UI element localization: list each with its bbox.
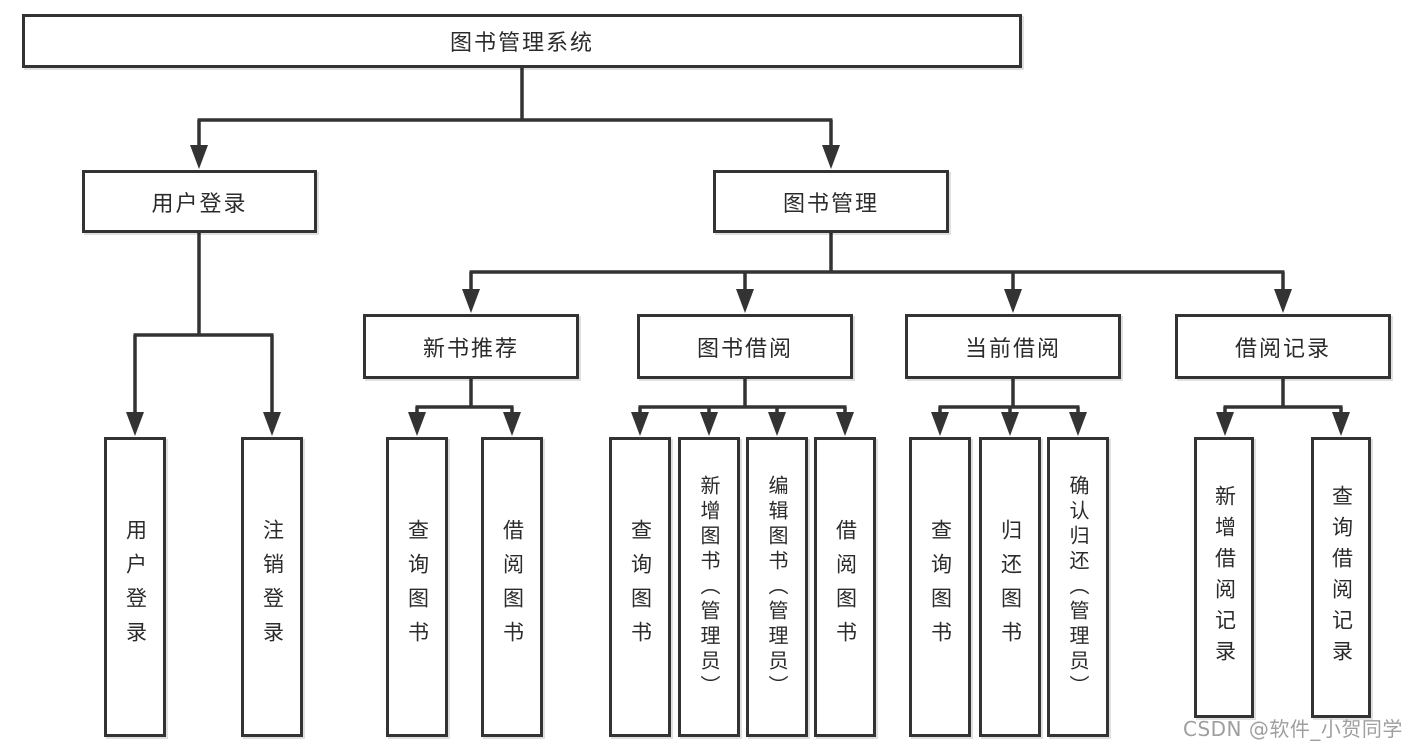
book-management-children-connector — [469, 233, 1285, 292]
arrowhead-icon — [190, 145, 208, 169]
user-login-children-connector — [133, 233, 274, 415]
arrowhead-icon — [1069, 412, 1087, 436]
leaf-logout: 注销登录 — [241, 437, 303, 737]
arrowhead-icon — [822, 145, 840, 169]
arrowhead-icon — [1332, 412, 1350, 436]
watermark: CSDN @软件_小贺同学 — [1183, 717, 1403, 741]
arrowhead-icon — [700, 412, 718, 436]
arrowhead-icon — [503, 412, 521, 436]
arrowhead-icon — [931, 412, 949, 436]
leaf-borrow-books: 借阅图书 — [814, 437, 876, 737]
leaf-add-borrow-record: 新增借阅记录 — [1194, 437, 1254, 718]
leaf-add-book-admin: 新增图书（管理员） — [678, 437, 740, 737]
node-user-login: 用户登录 — [82, 170, 317, 233]
node-book-borrow: 图书借阅 — [637, 314, 853, 379]
node-new-book-recommend: 新书推荐 — [363, 314, 579, 379]
node-borrow-records: 借阅记录 — [1175, 314, 1391, 379]
arrowhead-icon — [736, 289, 754, 313]
arrowhead-icon — [263, 412, 281, 436]
leaf-edit-book-admin: 编辑图书（管理员） — [746, 437, 808, 737]
arrowhead-icon — [1274, 289, 1292, 313]
leaf-confirm-return-admin: 确认归还（管理员） — [1047, 437, 1109, 737]
root-to-level2-connector — [197, 68, 833, 148]
leaf-query-books-current: 查询图书 — [909, 437, 971, 737]
leaf-borrow-books-recommend: 借阅图书 — [481, 437, 543, 737]
arrowhead-icons — [126, 145, 1350, 436]
arrowhead-icon — [1216, 412, 1234, 436]
leaf-query-books-borrow: 查询图书 — [609, 437, 671, 737]
book-borrow-children-connector — [638, 379, 847, 416]
arrowhead-icon — [836, 412, 854, 436]
arrowhead-icon — [1001, 412, 1019, 436]
new-book-children-connector — [415, 379, 514, 416]
node-book-management: 图书管理 — [713, 170, 949, 233]
arrowhead-icon — [408, 412, 426, 436]
borrow-record-children-connector — [1223, 379, 1343, 416]
leaf-query-borrow-record: 查询借阅记录 — [1311, 437, 1371, 718]
arrowhead-icon — [631, 412, 649, 436]
arrowhead-icon — [462, 289, 480, 313]
node-root: 图书管理系统 — [22, 14, 1022, 68]
leaf-return-books: 归还图书 — [979, 437, 1041, 737]
arrowhead-icon — [1004, 289, 1022, 313]
leaf-user-login: 用户登录 — [104, 437, 166, 737]
node-current-borrow: 当前借阅 — [905, 314, 1121, 379]
current-borrow-children-connector — [938, 379, 1080, 416]
arrowhead-icon — [768, 412, 786, 436]
arrowhead-icon — [126, 412, 144, 436]
leaf-query-books-recommend: 查询图书 — [386, 437, 448, 737]
